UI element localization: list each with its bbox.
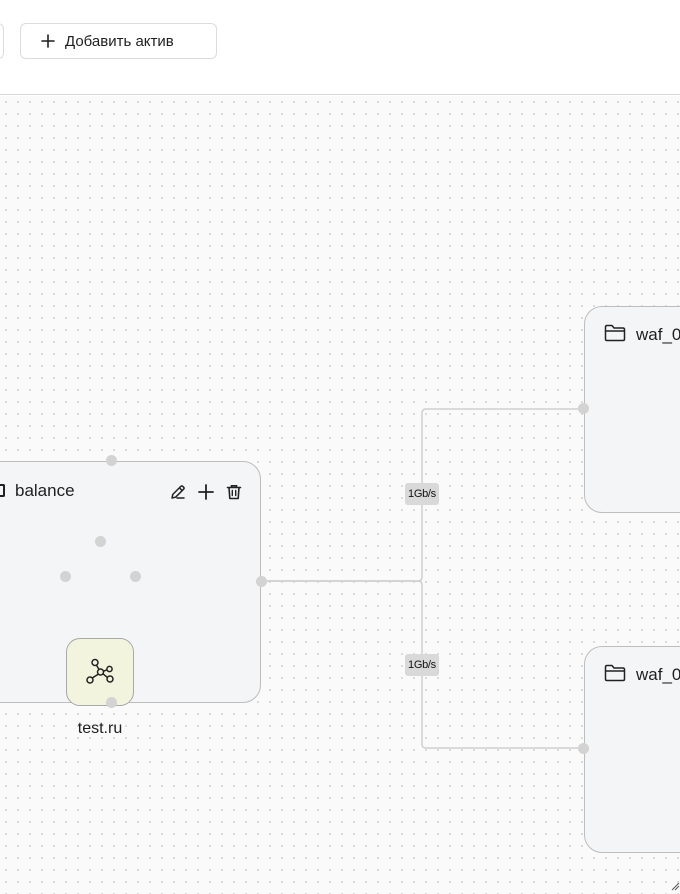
group-title: balance (15, 481, 75, 500)
edge-label[interactable]: 1Gb/s (405, 483, 439, 505)
add-asset-label: Добавить актив (65, 32, 174, 50)
network-icon (86, 658, 114, 684)
folder-icon (604, 324, 626, 342)
plus-icon[interactable] (196, 482, 216, 502)
edge-label[interactable]: 1Gb/s (405, 654, 439, 676)
handle-waf-bottom-left[interactable] (578, 743, 589, 754)
asset-node[interactable] (66, 638, 134, 706)
handle-asset-left[interactable] (60, 571, 71, 582)
group-title: waf_0 (636, 325, 680, 344)
handle-balance-right[interactable] (256, 576, 267, 587)
handle-asset-right[interactable] (130, 571, 141, 582)
folder-icon (604, 664, 626, 682)
group-tools (168, 482, 244, 502)
group-icon (0, 484, 5, 497)
group-node-waf-bottom[interactable]: waf_0 (584, 646, 680, 853)
plus-icon (41, 34, 55, 48)
trash-icon[interactable] (224, 482, 244, 502)
group-title: waf_0 (636, 665, 680, 684)
edit-icon[interactable] (168, 482, 188, 502)
asset-label: test.ru (77, 720, 123, 737)
resize-corner-icon (671, 882, 680, 891)
group-node-waf-top[interactable]: waf_0 (584, 306, 680, 513)
toolbar: Добавить актив (0, 0, 680, 95)
handle-asset-top[interactable] (95, 536, 106, 547)
handle-balance-top[interactable] (106, 455, 117, 466)
toolbar-button-partial[interactable] (0, 23, 4, 59)
handle-waf-top-left[interactable] (578, 403, 589, 414)
graph-canvas[interactable]: balance (0, 96, 680, 894)
handle-balance-bottom[interactable] (106, 697, 117, 708)
add-asset-button[interactable]: Добавить актив (20, 23, 217, 59)
